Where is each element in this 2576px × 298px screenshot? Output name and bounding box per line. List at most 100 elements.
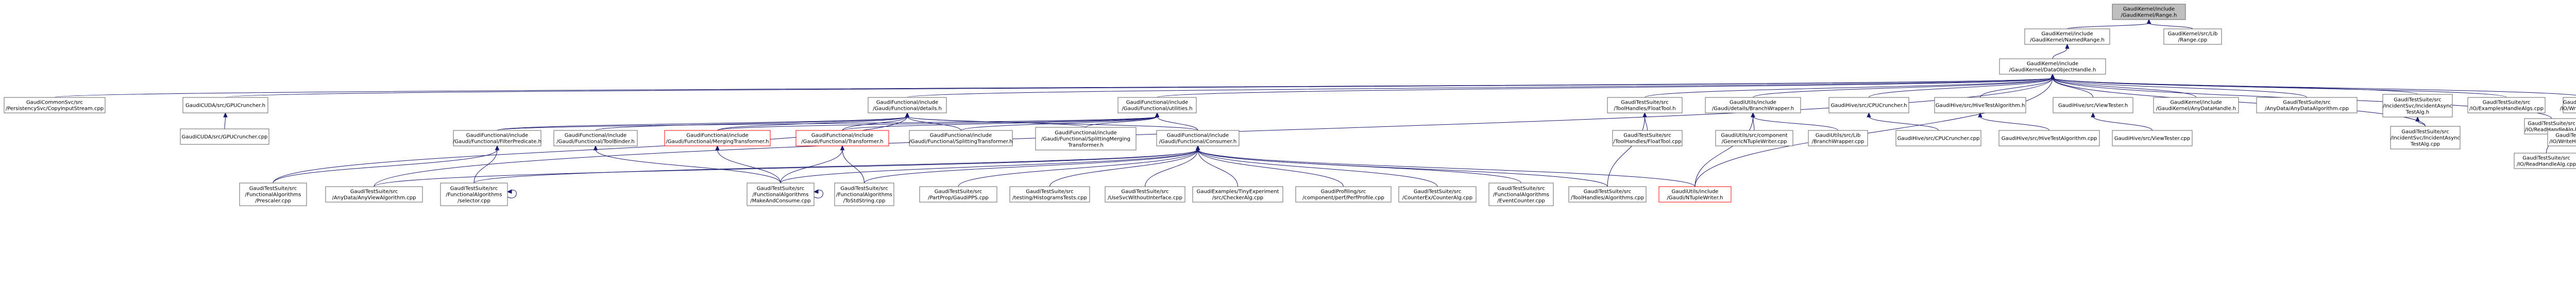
node-toolhandlesalgs[interactable]: GaudiTestSuite/src/ToolHandles/Algorithm… bbox=[1568, 186, 1647, 203]
edge-ioexamples-to-dataobjhandle bbox=[2052, 77, 2507, 98]
node-gpucruncher_cpp[interactable]: GaudiCUDA/src/GPUCruncher.cpp bbox=[180, 128, 269, 145]
node-writehandle_h[interactable]: GaudiTestSuite/src/IO/WriteHandleAlg.h bbox=[2560, 97, 2576, 113]
node-box bbox=[1105, 186, 1185, 203]
node-utilities[interactable]: GaudiFunctional/include/Gaudi/Functional… bbox=[1117, 97, 1197, 113]
node-box bbox=[2163, 28, 2222, 45]
node-label-line: GaudiHive/src/CPUCruncher.h bbox=[1831, 103, 1907, 109]
edge-details-to-dataobjhandle bbox=[907, 77, 2053, 98]
node-eventcounter[interactable]: GaudiTestSuite/src/FunctionalAlgorithms/… bbox=[1488, 183, 1554, 206]
node-details[interactable]: GaudiFunctional/include/Gaudi/Functional… bbox=[868, 97, 947, 113]
node-label-line: GaudiUtils/src/component bbox=[1721, 133, 1787, 139]
node-makeandconsume[interactable]: GaudiTestSuite/src/FunctionalAlgorithms/… bbox=[747, 183, 815, 206]
arrowhead-branchwrapper_h bbox=[1751, 112, 1755, 118]
node-anyviewalg[interactable]: GaudiTestSuite/src/AnyData/AnyViewAlgori… bbox=[325, 186, 423, 203]
node-label-line: GaudiFunctional/include bbox=[686, 133, 748, 139]
node-box bbox=[4, 97, 106, 113]
node-incidentasync_h[interactable]: GaudiTestSuite/src/IncidentSvc/IncidentA… bbox=[2382, 94, 2453, 118]
node-splittingmerging[interactable]: GaudiFunctional/include/Gaudi/Functional… bbox=[1035, 127, 1137, 151]
node-hivetestalg_cpp[interactable]: GaudiHive/src/HiveTestAlgorithm.cpp bbox=[1998, 130, 2100, 146]
node-label-line: GaudiHive/src/HiveTestAlgorithm.h bbox=[1936, 103, 2025, 109]
node-toolbinder[interactable]: GaudiFunctional/include/Gaudi/Functional… bbox=[553, 130, 638, 146]
node-counterex[interactable]: GaudiTestSuite/src/CounterEx/CounterAlg.… bbox=[1398, 186, 1477, 203]
node-label-line: /FunctionalAlgorithms bbox=[1493, 192, 1549, 198]
node-root[interactable]: GaudiKernel/include/GaudiKernel/Range.h bbox=[2112, 4, 2186, 20]
node-label-line: /ToolHandles/FloatTool.h bbox=[1614, 106, 1675, 112]
node-floattool_h[interactable]: GaudiTestSuite/src/ToolHandles/FloatTool… bbox=[1607, 97, 1683, 113]
node-splittingtransformer[interactable]: GaudiFunctional/include/Gaudi/Functional… bbox=[909, 130, 1013, 146]
node-copyinput[interactable]: GaudiCommonSvc/src/PersistencySvc/CopyIn… bbox=[4, 97, 106, 113]
node-label-line: /IncidentSvc/IncidentAsync bbox=[2391, 136, 2460, 141]
node-cpucruncher_cpp[interactable]: GaudiHive/src/CPUCruncher.cpp bbox=[1895, 130, 1981, 146]
node-label-line: TestAlg.h bbox=[2405, 110, 2429, 115]
node-cpucruncher_h[interactable]: GaudiHive/src/CPUCruncher.h bbox=[1828, 97, 1909, 113]
node-incidentasync_cpp[interactable]: GaudiTestSuite/src/IncidentSvc/IncidentA… bbox=[2390, 126, 2461, 150]
node-label-line: GaudiTestSuite/src bbox=[249, 186, 297, 192]
node-perfprofile[interactable]: GaudiProfiling/src/component/perf/PerfPr… bbox=[1295, 186, 1392, 203]
node-box bbox=[1705, 97, 1801, 113]
node-label-line: /PartProp/GaudiPPS.cpp bbox=[928, 195, 989, 201]
node-anydataalg[interactable]: GaudiTestSuite/src/AnyData/AnyDataAlgori… bbox=[2256, 97, 2358, 113]
node-namedrange[interactable]: GaudiKernel/include/GaudiKernel/NamedRan… bbox=[2024, 28, 2110, 45]
node-label-line: GaudiTestSuite/src bbox=[1621, 100, 1669, 106]
node-usesvcwithoutiface[interactable]: GaudiTestSuite/src/UseSvcWithoutInterfac… bbox=[1105, 186, 1185, 203]
node-box bbox=[2547, 130, 2576, 146]
edge-tostringversion-to-consumer bbox=[864, 149, 1198, 184]
node-label-line: GaudiTestSuite/src bbox=[2283, 100, 2331, 106]
node-label-line: GaudiKernel/include bbox=[2170, 100, 2222, 106]
node-librange[interactable]: GaudiKernel/src/Lib/Range.cpp bbox=[2163, 28, 2222, 45]
node-label-line: /IO/WriteHandleAlg.h bbox=[2560, 106, 2576, 112]
node-gpucruncher_h[interactable]: GaudiCUDA/src/GPUCruncher.h bbox=[182, 97, 268, 113]
node-consumer[interactable]: GaudiFunctional/include/Gaudi/Functional… bbox=[1156, 130, 1240, 146]
node-tinyexperiment[interactable]: GaudiExamples/TinyExperiment/src/Checker… bbox=[1192, 186, 1283, 203]
node-label-line: /CounterEx/CounterAlg.cpp bbox=[1402, 195, 1472, 201]
node-floattool_cpp[interactable]: GaudiTestSuite/src/ToolHandles/FloatTool… bbox=[1612, 130, 1683, 146]
node-label-line: /EventCounter.cpp bbox=[1497, 198, 1545, 204]
node-box bbox=[553, 130, 638, 146]
node-branchwrapper_cpp[interactable]: GaudiUtils/src/Lib/BranchWrapper.cpp bbox=[1808, 130, 1868, 146]
node-label-line: GaudiTestSuite/src bbox=[757, 186, 805, 192]
node-dataobjhandle[interactable]: GaudiKernel/include/GaudiKernel/DataObje… bbox=[1999, 58, 2106, 75]
node-prescaler[interactable]: GaudiTestSuite/src/FunctionalAlgorithms/… bbox=[239, 183, 307, 206]
node-label-line: /Prescaler.cpp bbox=[255, 198, 291, 204]
node-box bbox=[2024, 28, 2110, 45]
node-partpropsvc[interactable]: GaudiTestSuite/src/PartProp/GaudiPPS.cpp bbox=[919, 186, 997, 203]
node-writehandle_cpp[interactable]: GaudiTestSuite/src/IO/WriteHandleAlg.cpp bbox=[2547, 130, 2576, 146]
node-label-line: GaudiTestSuite/src bbox=[935, 189, 982, 195]
node-label-line: GaudiTestSuite/src bbox=[1623, 133, 1671, 139]
node-tostringversion[interactable]: GaudiTestSuite/src/FunctionalAlgorithms/… bbox=[834, 183, 894, 206]
node-selector[interactable]: GaudiTestSuite/src/FunctionalAlgorithms/… bbox=[440, 183, 508, 206]
node-filterpredicate[interactable]: GaudiFunctional/include/Gaudi/Functional… bbox=[453, 130, 541, 146]
node-ntuplewriter[interactable]: GaudiUtils/include/Gaudi/NTupleWriter.h bbox=[1658, 186, 1732, 203]
node-readhandle_cpp[interactable]: GaudiTestSuite/src/IO/ReadHandleAlg.cpp bbox=[2514, 153, 2576, 169]
node-label-line: /AnyData/AnyDataAlgorithm.cpp bbox=[2265, 106, 2349, 112]
edge-hivetestalg_h-to-dataobjhandle bbox=[1980, 77, 2053, 98]
node-histotests[interactable]: GaudiTestSuite/src/testing/HistogramsTes… bbox=[1009, 186, 1090, 203]
node-viewtester_cpp[interactable]: GaudiHive/src/ViewTester.cpp bbox=[2112, 130, 2193, 146]
node-label-line: /Gaudi/Functional/SplittingTransformer.h bbox=[909, 139, 1012, 145]
node-label-line: /component/perf/PerfProfile.cpp bbox=[1302, 195, 1384, 201]
node-ioexamples[interactable]: GaudiTestSuite/src/IO/ExamplesHandleAlgs… bbox=[2467, 97, 2546, 113]
node-anydatahandle[interactable]: GaudiKernel/include/GaudiKernel/AnyDataH… bbox=[2153, 97, 2239, 113]
edge-selector-to-filterpredicate bbox=[473, 149, 498, 184]
node-viewtester_h[interactable]: GaudiHive/src/ViewTester.h bbox=[2053, 97, 2133, 113]
node-label-line: /IO/ReadHandleAlg.h bbox=[2525, 127, 2576, 133]
node-transformer[interactable]: GaudiFunctional/include/Gaudi/Functional… bbox=[795, 130, 889, 146]
edge-perfprofile-to-consumer bbox=[1197, 149, 1344, 187]
edge-dataobjhandle-to-namedrange bbox=[2052, 47, 2067, 59]
node-label-line: GaudiKernel/include bbox=[2123, 7, 2175, 12]
node-branchwrapper_h[interactable]: GaudiUtils/include/Gaudi/details/BranchW… bbox=[1705, 97, 1801, 113]
node-label-line: GaudiTestSuite/src bbox=[450, 186, 498, 192]
edge-selector-to-consumer bbox=[473, 149, 1198, 184]
node-box bbox=[1828, 97, 1909, 113]
node-box bbox=[440, 183, 508, 206]
edge-branchwrapper_cpp-to-branchwrapper_h bbox=[1753, 116, 1838, 131]
node-label-line: GaudiCUDA/src/GPUCruncher.h bbox=[185, 103, 265, 109]
node-box bbox=[2563, 97, 2576, 113]
node-mergingtransformer[interactable]: GaudiFunctional/include/Gaudi/Functional… bbox=[664, 130, 771, 146]
node-box bbox=[2256, 97, 2358, 113]
node-label-line: GaudiKernel/include bbox=[2027, 61, 2078, 67]
node-hivetestalg_h[interactable]: GaudiHive/src/HiveTestAlgorithm.h bbox=[1934, 97, 2026, 113]
arrowhead-details bbox=[905, 112, 910, 118]
node-generictuplewriter[interactable]: GaudiUtils/src/component/GenericNTupleWr… bbox=[1715, 130, 1793, 146]
